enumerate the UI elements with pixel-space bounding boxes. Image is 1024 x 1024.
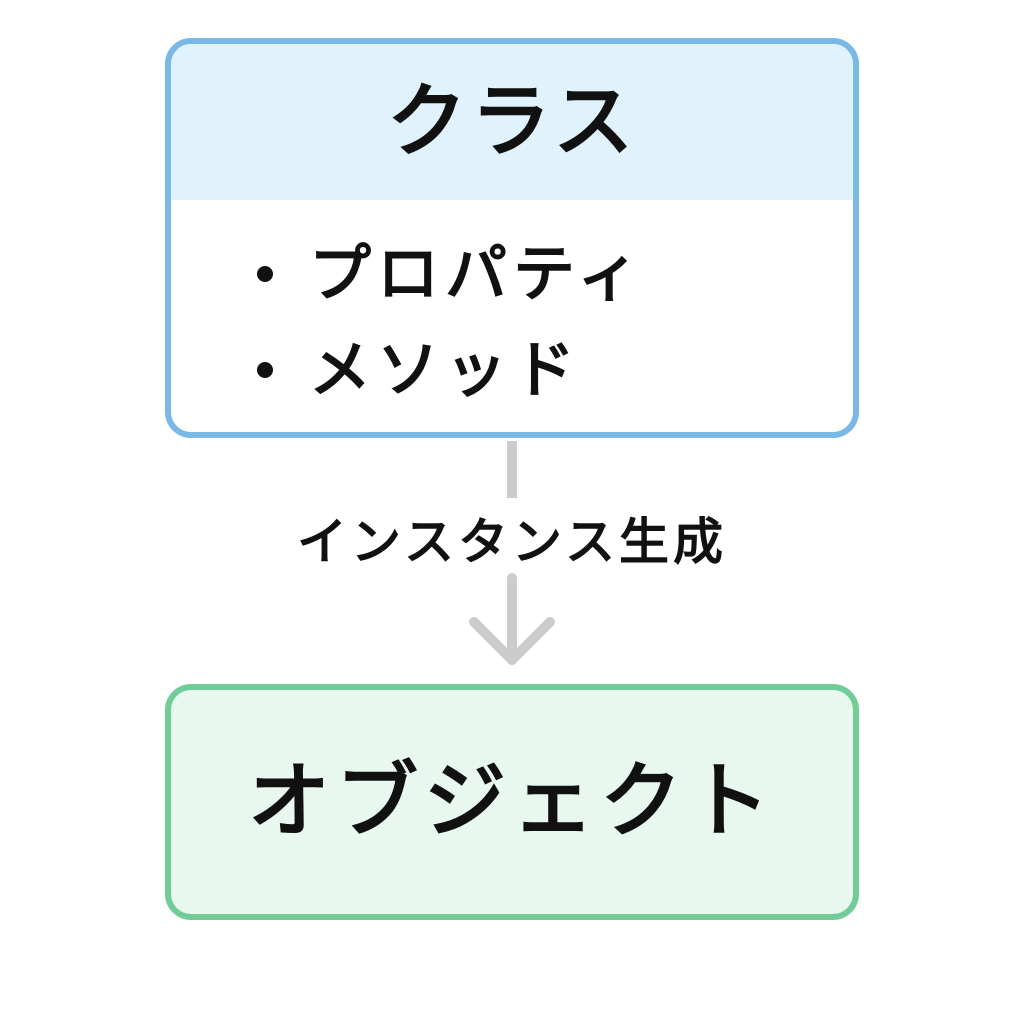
arrow-head-icon [469, 617, 555, 665]
object-title: オブジェクト [247, 754, 776, 849]
member-item-method: メソッド [257, 322, 853, 418]
class-box: クラス プロパティ メソッド [165, 38, 859, 438]
class-header: クラス [171, 44, 853, 200]
member-label: プロパティ [309, 237, 646, 310]
class-title: クラス [386, 75, 638, 168]
bullet-icon [257, 362, 273, 378]
object-box: オブジェクト [165, 684, 859, 920]
class-members: プロパティ メソッド [171, 200, 853, 418]
connector-label: インスタンス生成 [297, 513, 727, 571]
member-item-property: プロパティ [257, 226, 853, 322]
bullet-icon [257, 266, 273, 282]
member-label: メソッド [309, 333, 582, 406]
